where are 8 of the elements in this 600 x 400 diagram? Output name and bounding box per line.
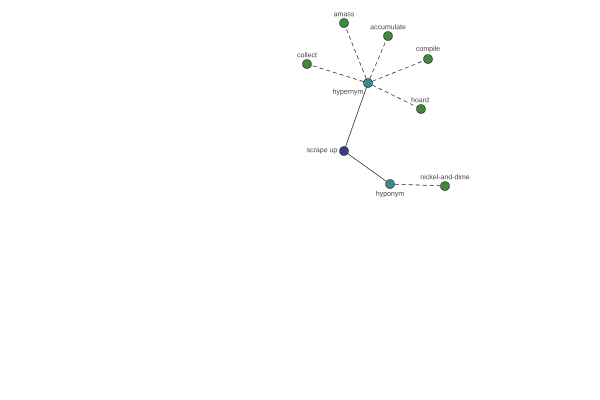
connector <box>345 27 367 79</box>
connector <box>394 184 441 186</box>
connector <box>311 65 364 82</box>
connector <box>372 60 424 82</box>
connector <box>345 87 367 147</box>
connector <box>372 84 418 108</box>
connector <box>348 153 386 182</box>
connector <box>370 40 386 79</box>
